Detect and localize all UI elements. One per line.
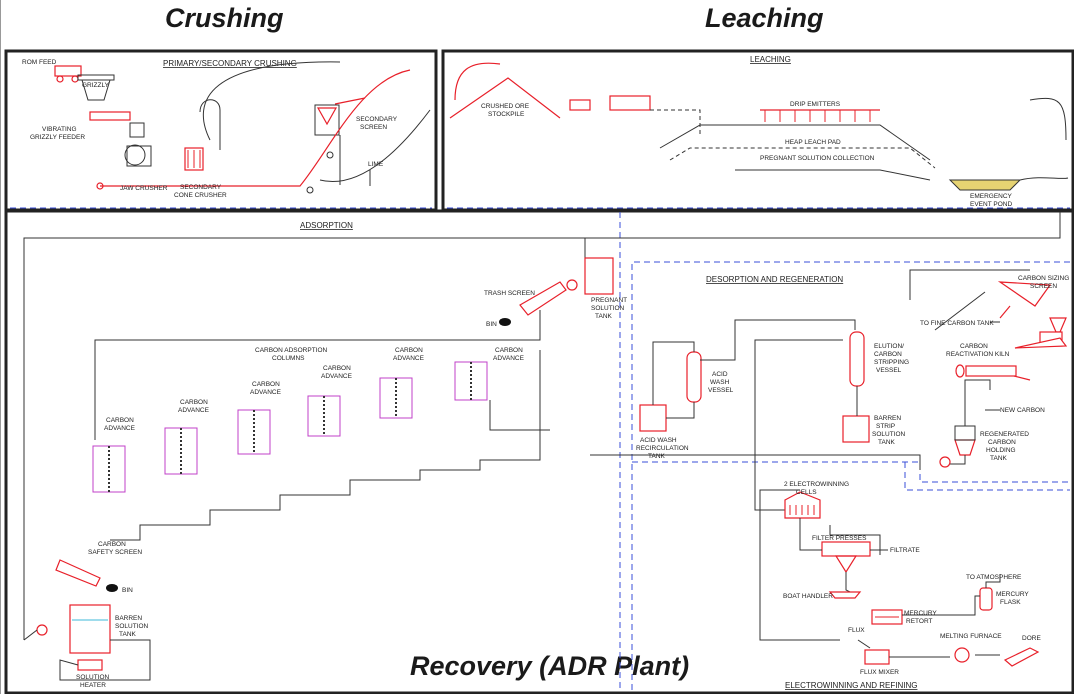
- emergency-pond-label: EMERGENCY: [970, 193, 1013, 200]
- bin-label-2: BIN: [122, 587, 133, 594]
- heap-leach-pad-label: HEAP LEACH PAD: [785, 139, 841, 146]
- carbon-advance-label-3: CARBON: [323, 365, 351, 372]
- kiln-label-2: REACTIVATION KILN: [946, 351, 1010, 358]
- desorption-equipment: [590, 270, 1066, 510]
- pregnant-collection-label: PREGNANT SOLUTION COLLECTION: [760, 155, 875, 162]
- carbon-advance-label-1b: ADVANCE: [493, 355, 525, 362]
- electrowinning-header: ELECTROWINNING AND REFINING: [785, 681, 917, 690]
- cone-crusher-label: SECONDARY: [180, 184, 222, 191]
- barren-strip-label: BARREN: [874, 415, 901, 422]
- ew-cells-label: 2 ELECTROWINNING: [784, 481, 849, 488]
- filter-presses-label: FILTER PRESSES: [812, 535, 867, 542]
- new-carbon-label: NEW CARBON: [1000, 407, 1045, 414]
- adsorption-header: ADSORPTION: [300, 221, 353, 230]
- barren-strip-label-4: TANK: [878, 439, 896, 446]
- stockpile-label: CRUSHED ORE: [481, 103, 530, 110]
- sizing-screen-label-2: SCREEN: [1030, 283, 1057, 290]
- safety-screen-label: CARBON: [98, 541, 126, 548]
- pregnant-tank-label: PREGNANT: [591, 297, 627, 304]
- carbon-advance-label-2b: ADVANCE: [393, 355, 425, 362]
- acid-wash-vessel-label: ACID: [712, 371, 728, 378]
- elution-label-4: VESSEL: [876, 367, 902, 374]
- desorption-header: DESORPTION AND REGENERATION: [706, 275, 843, 284]
- acid-wash-vessel-label-3: VESSEL: [708, 387, 734, 394]
- mercury-flask-label-2: FLASK: [1000, 599, 1021, 606]
- melting-furnace-label: MELTING FURNACE: [940, 633, 1002, 640]
- lime-label: LIME: [368, 161, 384, 168]
- columns-label: CARBON ADSORPTION: [255, 347, 328, 354]
- secondary-screen-label-2: SCREEN: [360, 124, 387, 131]
- flux-mixer-label: FLUX MIXER: [860, 669, 899, 676]
- grizzly-label: GRIZZLY: [82, 82, 110, 89]
- acid-wash-vessel-label-2: WASH: [710, 379, 730, 386]
- trash-screen-label: TRASH SCREEN: [484, 290, 535, 297]
- ew-cells-label-2: CELLS: [796, 489, 817, 496]
- bin-label: BIN: [486, 321, 497, 328]
- regen-tank-label: REGENERATED: [980, 431, 1029, 438]
- pregnant-tank-label-2: SOLUTION: [591, 305, 625, 312]
- carbon-advance-label-4b: ADVANCE: [250, 389, 282, 396]
- carbon-advance-label-5: CARBON: [180, 399, 208, 406]
- barren-tank-label: BARREN: [115, 615, 142, 622]
- carbon-advance-label-6: CARBON: [106, 417, 134, 424]
- safety-screen-label-2: SAFETY SCREEN: [88, 549, 142, 556]
- carbon-advance-label-5b: ADVANCE: [178, 407, 210, 414]
- secondary-screen-label: SECONDARY: [356, 116, 398, 123]
- mercury-retort-label-2: RETORT: [906, 618, 933, 625]
- filtrate-label: FILTRATE: [890, 547, 920, 554]
- carbon-advance-label-4: CARBON: [252, 381, 280, 388]
- regen-tank-label-2: CARBON: [988, 439, 1016, 446]
- fine-carbon-label: TO FINE CARBON TANK: [920, 320, 994, 327]
- vibrating-feeder-label-2: GRIZZLY FEEDER: [30, 134, 85, 141]
- drip-emitters-label: DRIP EMITTERS: [790, 101, 841, 108]
- regen-tank-label-4: TANK: [990, 455, 1008, 462]
- dore-label: DORE: [1022, 635, 1041, 642]
- vibrating-feeder-label: VIBRATING: [42, 126, 77, 133]
- heater-label: SOLUTION: [76, 674, 110, 681]
- emergency-pond-label-2: EVENT POND: [970, 201, 1012, 208]
- carbon-advance-label-2: CARBON: [395, 347, 423, 354]
- acid-tank-label-3: TANK: [648, 453, 666, 460]
- kiln-label: CARBON: [960, 343, 988, 350]
- acid-tank-label-2: RECIRCULATION: [636, 445, 689, 452]
- mercury-flask-label: MERCURY: [996, 591, 1029, 598]
- atmosphere-label: TO ATMOSPHERE: [966, 574, 1022, 581]
- barren-strip-label-3: SOLUTION: [872, 431, 906, 438]
- flux-label: FLUX: [848, 627, 865, 634]
- jaw-crusher-label: JAW CRUSHER: [120, 185, 168, 192]
- stockpile-label-2: STOCKPILE: [488, 111, 525, 118]
- mercury-retort-label: MERCURY: [904, 610, 937, 617]
- carbon-advance-label-6b: ADVANCE: [104, 425, 136, 432]
- barren-strip-label-2: STRIP: [876, 423, 895, 430]
- elution-label-2: CARBON: [874, 351, 902, 358]
- carbon-advance-label-3b: ADVANCE: [321, 373, 353, 380]
- acid-tank-label: ACID WASH: [640, 437, 677, 444]
- crushing-header: PRIMARY/SECONDARY CRUSHING: [163, 59, 297, 68]
- elution-label: ELUTION/: [874, 343, 904, 350]
- barren-tank-label-3: TANK: [119, 631, 137, 638]
- regen-tank-label-3: HOLDING: [986, 447, 1016, 454]
- rom-feed-label: ROM FEED: [22, 59, 57, 66]
- sizing-screen-label: CARBON SIZING: [1018, 275, 1069, 282]
- carbon-advance-label-1: CARBON: [495, 347, 523, 354]
- boat-handler-label: BOAT HANDLER: [783, 593, 833, 600]
- barren-tank-label-2: SOLUTION: [115, 623, 149, 630]
- heater-label-2: HEATER: [80, 682, 106, 689]
- cone-crusher-label-2: CONE CRUSHER: [174, 192, 227, 199]
- leaching-equipment: [450, 63, 1068, 190]
- leaching-header: LEACHING: [750, 55, 791, 64]
- elution-label-3: STRIPPING: [874, 359, 909, 366]
- pregnant-tank-label-3: TANK: [595, 313, 613, 320]
- columns-label-2: COLUMNS: [272, 355, 305, 362]
